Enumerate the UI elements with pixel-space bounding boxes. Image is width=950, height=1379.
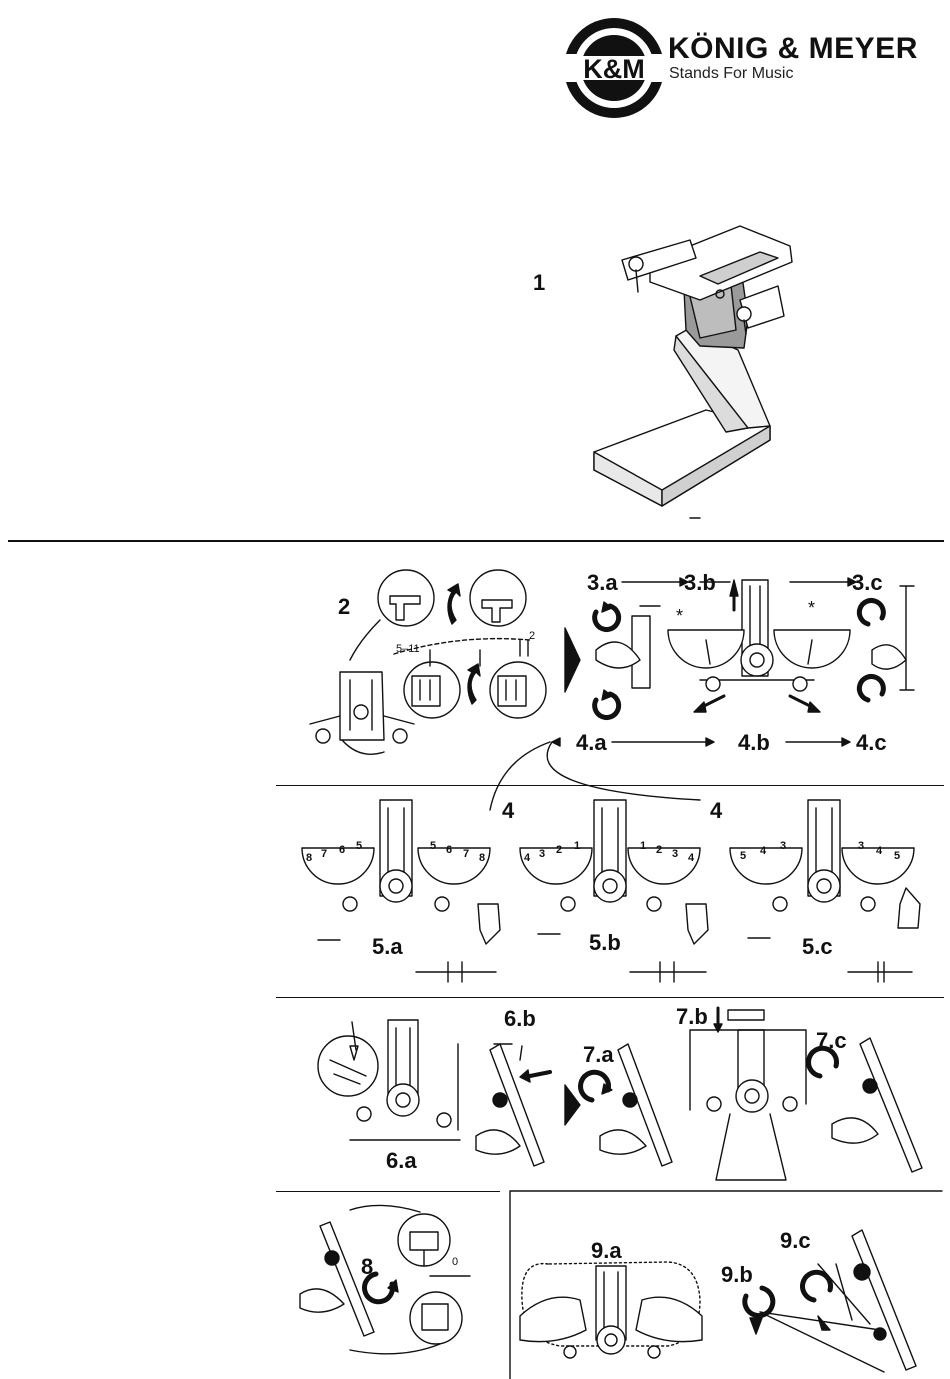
figure-4-label: 4 — [710, 800, 722, 822]
figure-4-art — [490, 738, 850, 810]
figure-3b-label: 3.b — [684, 572, 716, 594]
figure-6b-label: 6.b — [504, 1008, 536, 1030]
figure-7c-label: 7.c — [816, 1030, 847, 1052]
scale-number: 7 — [321, 848, 327, 860]
scale-number: 3 — [539, 848, 545, 860]
figure-9b-label: 9.b — [721, 1264, 753, 1286]
scale-number: 4 — [688, 852, 694, 864]
scale-number: 5 — [894, 850, 900, 862]
scale-number: 4 — [524, 852, 530, 864]
figure-6a-label: 6.a — [386, 1150, 417, 1172]
scale-number: 3 — [672, 848, 678, 860]
stand-illustration — [594, 226, 792, 518]
figure-5a-label: 5.a — [372, 936, 403, 958]
step-arrow-icon — [565, 1085, 580, 1125]
step-arrow-icon — [565, 628, 580, 692]
scale-number: 2 — [556, 844, 562, 856]
scale-number: 5 — [356, 840, 362, 852]
scale-number: 1 — [574, 840, 580, 852]
figure-7a-label: 7.a — [583, 1044, 614, 1066]
figure-2-label: 2 — [338, 596, 350, 618]
figure-5c-label: 5.c — [802, 936, 833, 958]
figure-3a-label: 3.a — [587, 572, 618, 594]
scale-number: 4 — [876, 845, 882, 857]
figure-7b-label: 7.b — [676, 1006, 708, 1028]
figure-8-art — [300, 1205, 470, 1353]
figure-4-label: 4 — [502, 800, 514, 822]
scale-number: 8 — [479, 852, 485, 864]
svg-text:*: * — [676, 606, 683, 626]
scale-number: 3 — [858, 840, 864, 852]
scale-number: 5 — [740, 850, 746, 862]
figure-4c-label: 4.c — [856, 732, 887, 754]
scale-number: 8 — [306, 852, 312, 864]
scale-number: 1 — [640, 840, 646, 852]
figure-5b-label: 5.b — [589, 932, 621, 954]
scale-number: 7 — [463, 848, 469, 860]
figure-9c-label: 9.c — [780, 1230, 811, 1252]
scale-number: 6 — [339, 844, 345, 856]
gap-label: 2 — [529, 630, 535, 642]
svg-text:*: * — [808, 598, 815, 618]
scale-number: 6 — [446, 844, 452, 856]
figure-8-label: 8 — [361, 1256, 373, 1278]
figure-4a-label: 4.a — [576, 732, 607, 754]
scale-number: 2 — [656, 844, 662, 856]
figure-3c-label: 3.c — [852, 572, 883, 594]
scale-number: 4 — [760, 845, 766, 857]
range-label: 5–11 — [396, 643, 420, 655]
scale-number: 3 — [780, 840, 786, 852]
zero-label: 0 — [452, 1256, 458, 1268]
figure-1-label: 1 — [533, 272, 545, 294]
figure-4b-label: 4.b — [738, 732, 770, 754]
scale-number: 5 — [430, 840, 436, 852]
figure-3-art: * * — [595, 578, 914, 718]
figure-9a-label: 9.a — [591, 1240, 622, 1262]
